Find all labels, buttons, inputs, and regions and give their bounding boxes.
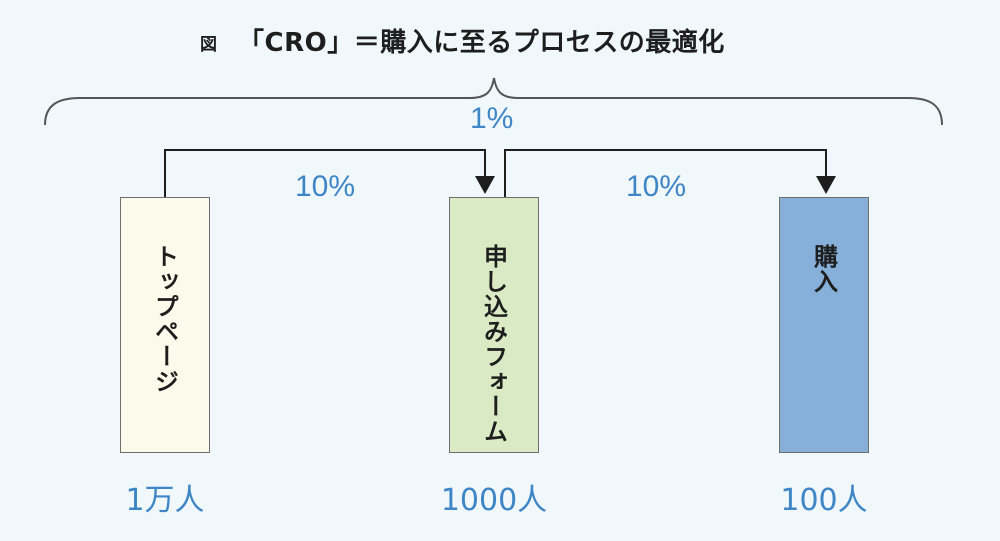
stage-count-top-page: 1万人: [125, 483, 205, 518]
arrowhead-step2: [816, 176, 836, 194]
step-rate-2: 10%: [626, 170, 687, 203]
stage-label: 購入: [809, 244, 838, 294]
connector-step1: [164, 149, 486, 197]
figure-label: 図: [200, 35, 217, 55]
arrowhead-step1: [475, 176, 495, 194]
stage-count-application-form: 1000人: [440, 483, 548, 518]
overall-brace: [44, 77, 943, 126]
figure-title: 「CRO」＝購入に至るプロセスの最適化: [238, 28, 725, 58]
stage-box-purchase: 購入: [779, 197, 869, 453]
connector-step2: [504, 149, 827, 197]
step-rate-1: 10%: [295, 170, 356, 203]
stage-label: 申し込みフォーム: [479, 244, 508, 444]
stage-box-top-page: トップページ: [120, 197, 210, 453]
stage-label: トップページ: [150, 244, 179, 394]
stage-count-purchase: 100人: [780, 483, 868, 518]
stage-box-application-form: 申し込みフォーム: [449, 197, 539, 453]
overall-rate: 1%: [470, 102, 514, 135]
